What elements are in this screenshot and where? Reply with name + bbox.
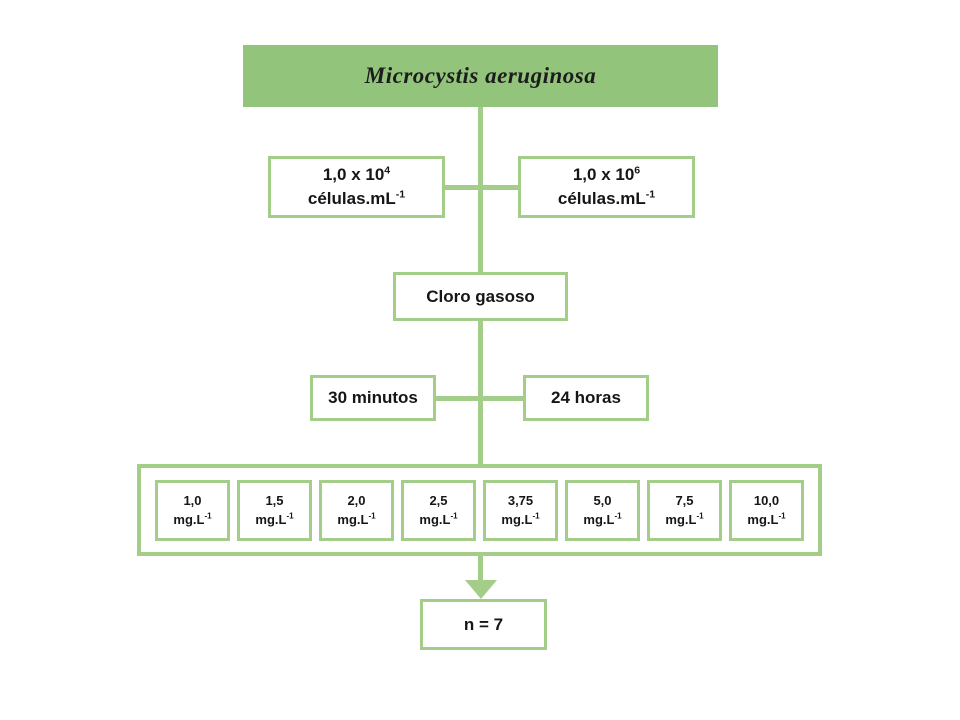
density-node-low: 1,0 x 104 células.mL-1: [268, 156, 445, 218]
concentration-unit: mg.L-1: [583, 511, 622, 527]
sample-size-node: n = 7: [420, 599, 547, 650]
concentration-value: 2,0: [347, 493, 366, 508]
concentration-value: 7,5: [675, 493, 694, 508]
exponent: 4: [384, 164, 391, 177]
exponent: -1: [450, 511, 458, 521]
concentration-unit: mg.L-1: [747, 511, 786, 527]
time-label: 24 horas: [551, 388, 621, 407]
concentration-value: 10,0: [753, 493, 780, 508]
exponent: -1: [645, 188, 656, 201]
concentration-node: 2,0 mg.L-1: [319, 479, 394, 541]
concentration-node: 5,0 mg.L-1: [565, 479, 640, 541]
concentrations-group: 1,0 mg.L-1 1,5 mg.L-1 2,0 mg.L-1 2,5 mg.…: [137, 464, 822, 556]
exponent: -1: [204, 511, 212, 521]
concentration-value: 5,0: [593, 493, 612, 508]
exponent: -1: [368, 511, 376, 521]
title-node: Microcystis aeruginosa: [243, 45, 718, 107]
time-label: 30 minutos: [328, 388, 418, 407]
arrow-down-icon: [465, 580, 497, 599]
exponent: -1: [395, 188, 406, 201]
concentration-value: 3,75: [507, 493, 534, 508]
exponent: -1: [286, 511, 294, 521]
concentration-value: 1,5: [265, 493, 284, 508]
exponent: 6: [634, 164, 641, 177]
concentration-unit: mg.L-1: [337, 511, 376, 527]
concentration-node: 7,5 mg.L-1: [647, 479, 722, 541]
density-node-high: 1,0 x 106 células.mL-1: [518, 156, 695, 218]
concentration-node: 2,5 mg.L-1: [401, 479, 476, 541]
exponent: -1: [778, 511, 786, 521]
concentration-unit: mg.L-1: [665, 511, 704, 527]
exponent: -1: [614, 511, 622, 521]
sample-size-label: n = 7: [463, 614, 504, 634]
treatment-node: Cloro gasoso: [393, 272, 568, 321]
title-text: Microcystis aeruginosa: [364, 63, 597, 88]
concentration-node: 1,0 mg.L-1: [155, 479, 230, 541]
concentration-unit: mg.L-1: [255, 511, 294, 527]
concentration-value: 2,5: [429, 493, 448, 508]
time-node-24h: 24 horas: [523, 375, 649, 421]
exponent: -1: [532, 511, 540, 521]
concentration-unit: mg.L-1: [501, 511, 540, 527]
time-node-30min: 30 minutos: [310, 375, 436, 421]
density-value: 1,0 x 104: [322, 164, 391, 184]
concentration-unit: mg.L-1: [419, 511, 458, 527]
density-unit: células.mL-1: [557, 188, 656, 208]
concentration-unit: mg.L-1: [173, 511, 212, 527]
concentration-node: 1,5 mg.L-1: [237, 479, 312, 541]
density-unit: células.mL-1: [307, 188, 406, 208]
treatment-label: Cloro gasoso: [426, 286, 535, 306]
exponent: -1: [696, 511, 704, 521]
density-horizontal-connector: [443, 185, 520, 190]
concentration-value: 1,0: [183, 493, 202, 508]
arrow-stem: [478, 556, 483, 582]
concentration-node: 3,75 mg.L-1: [483, 479, 558, 541]
time-horizontal-connector: [434, 396, 526, 401]
density-value: 1,0 x 106: [572, 164, 641, 184]
concentration-node: 10,0 mg.L-1: [729, 479, 804, 541]
